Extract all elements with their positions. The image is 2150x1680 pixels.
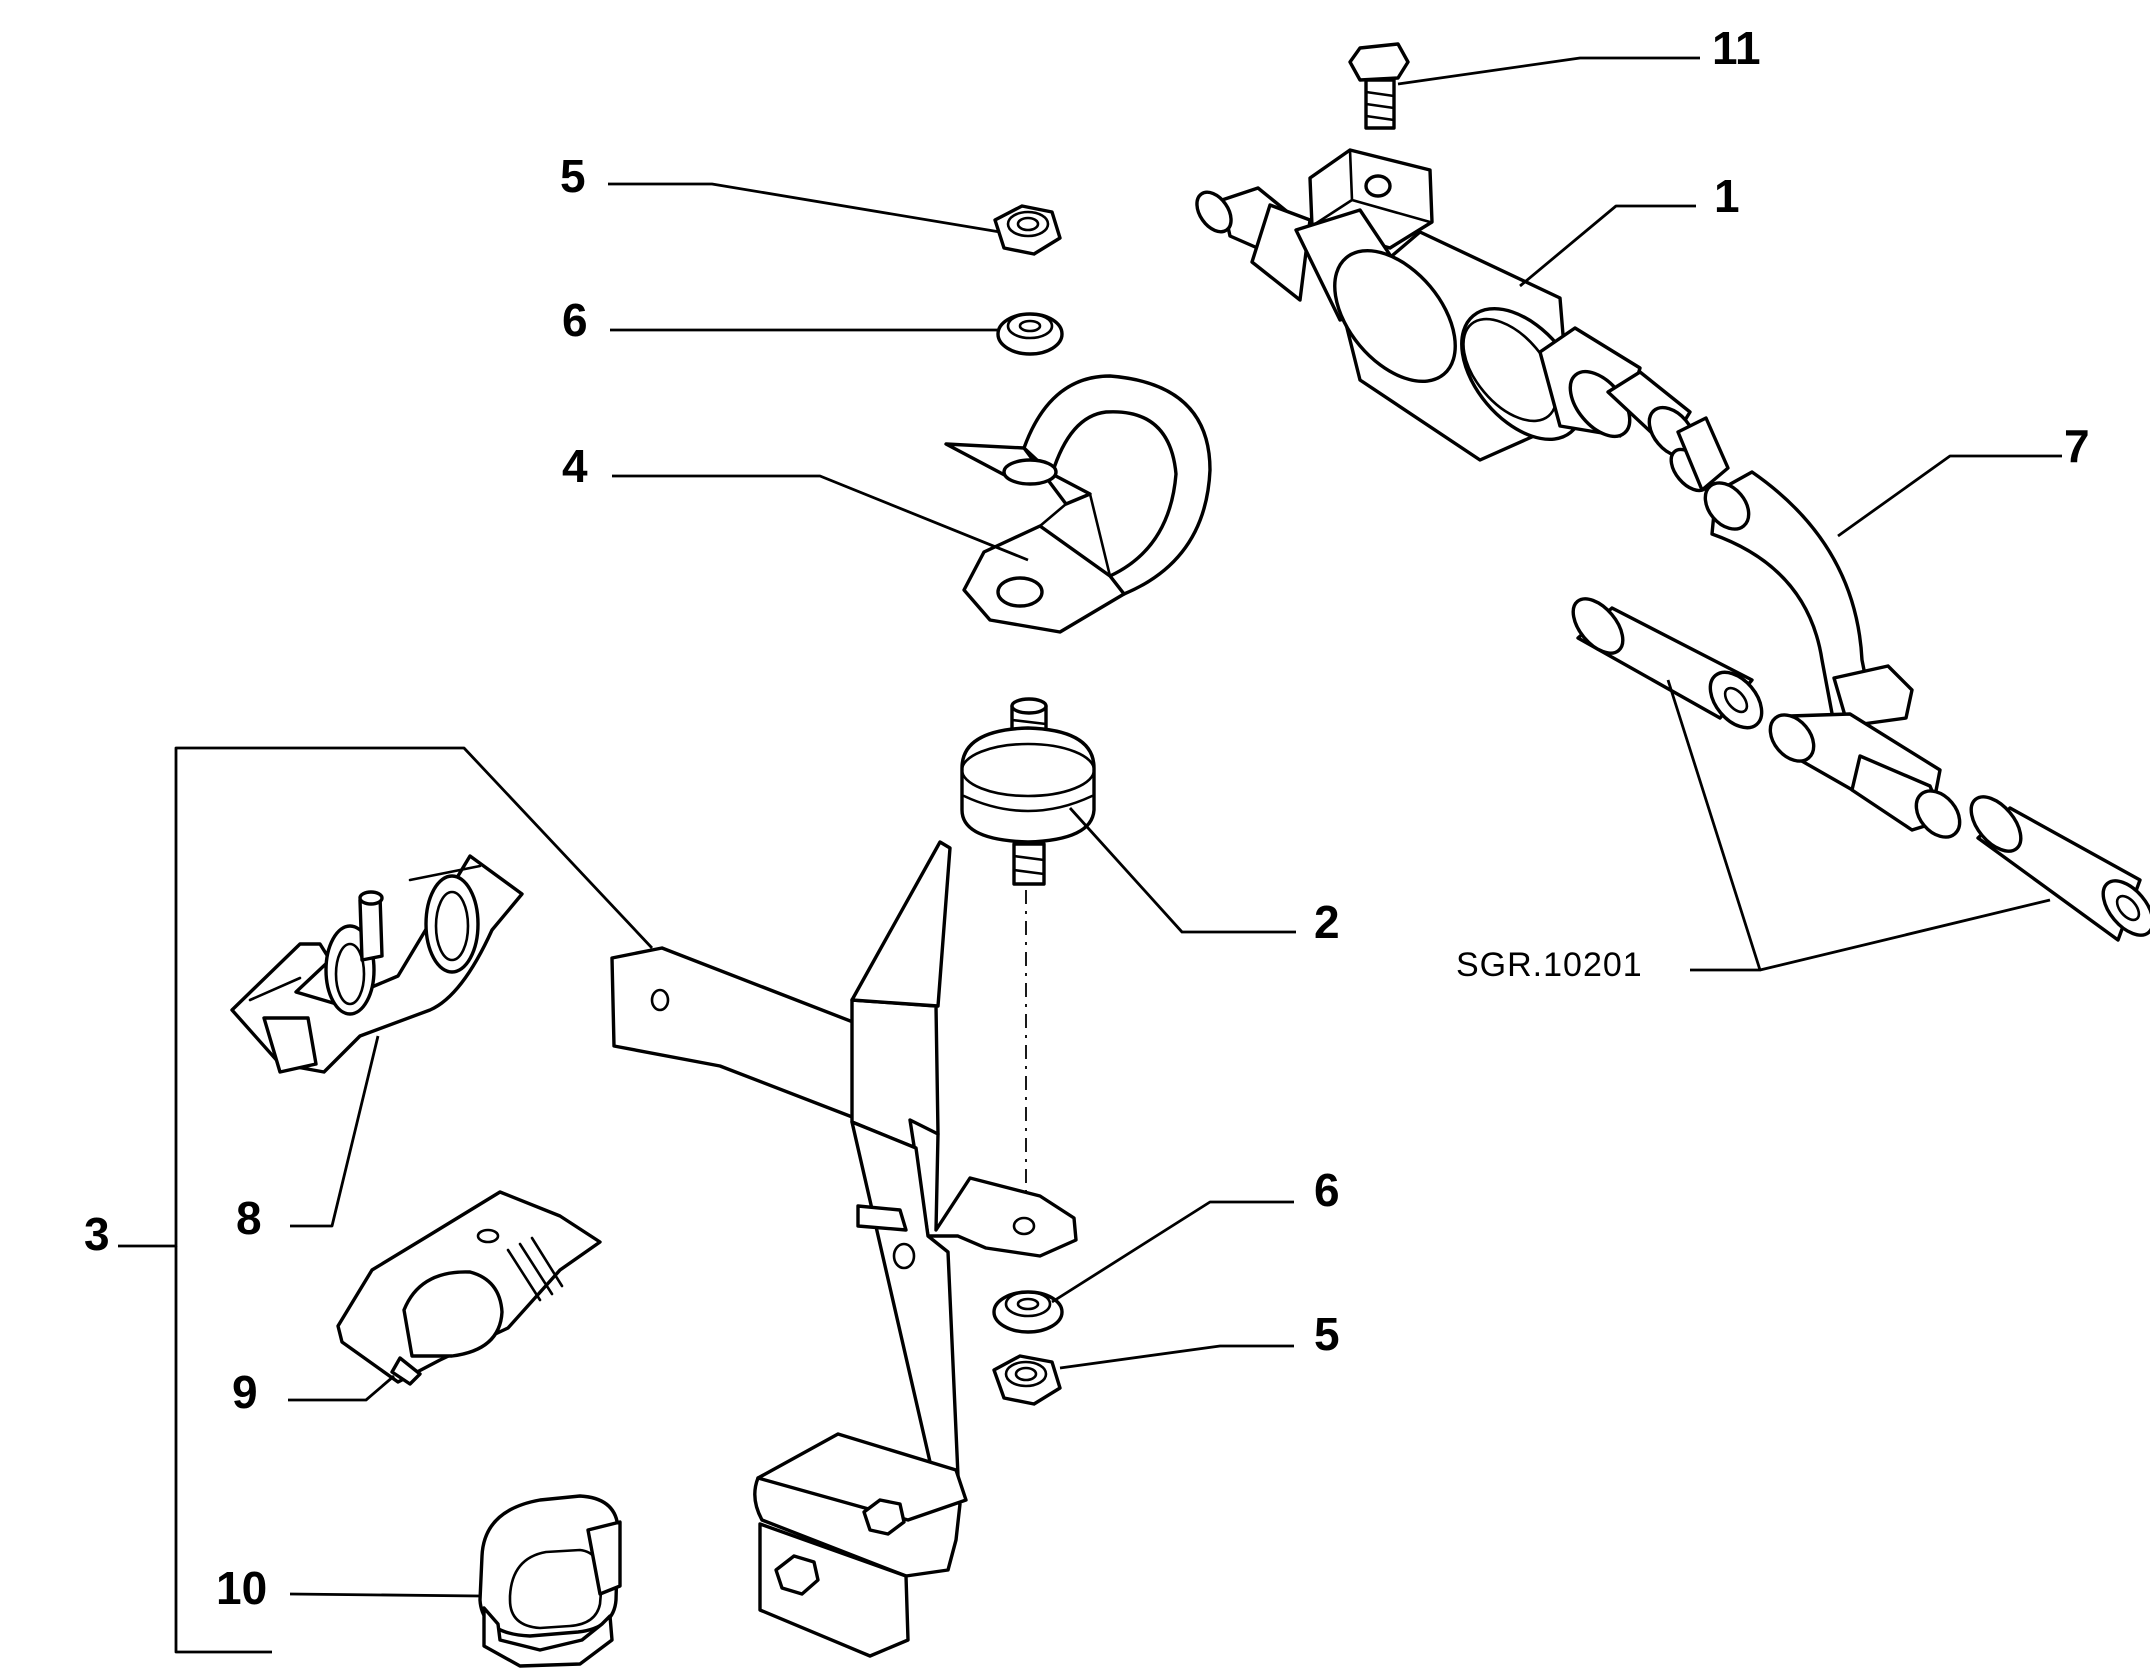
part-10-clip	[478, 1494, 622, 1668]
part-5-nut-top	[993, 204, 1062, 256]
callout-1: 1	[1714, 170, 1740, 222]
part-11-bolt	[1348, 42, 1410, 130]
leader-5-top	[608, 182, 1001, 234]
callout-6-bottom: 6	[1314, 1164, 1340, 1216]
callout-6-top: 6	[562, 294, 588, 346]
leader-6-bottom	[1051, 1200, 1294, 1304]
part-2-rubber-mount	[960, 697, 1096, 1220]
leader-11	[1397, 56, 1700, 86]
callout-8: 8	[236, 1192, 262, 1244]
callout-2: 2	[1314, 896, 1340, 948]
part-1-fuel-pump	[1195, 148, 1730, 493]
hose-lower	[1969, 795, 2150, 942]
leader-5-bottom	[1059, 1344, 1294, 1370]
leader-3-bottom	[174, 1246, 272, 1654]
leader-1	[1519, 204, 1696, 288]
part-5-nut-bottom	[992, 1354, 1062, 1406]
leader-9	[288, 1374, 395, 1402]
callout-10: 10	[216, 1562, 267, 1614]
callout-4: 4	[562, 440, 588, 492]
callout-11: 11	[1712, 22, 1761, 74]
main-bracket	[610, 840, 1078, 1658]
leader-2	[1068, 807, 1296, 934]
callout-5-bottom: 5	[1314, 1308, 1340, 1360]
leader-10	[289, 1592, 481, 1598]
part-4-p-clip	[944, 374, 1212, 634]
leader-lines	[118, 56, 2062, 1654]
part-9-clip	[336, 1190, 602, 1386]
leader-3-group	[118, 746, 654, 1248]
callout-9: 9	[232, 1366, 258, 1418]
callout-7: 7	[2064, 420, 2090, 472]
callouts: 11 1 7 5 6 4 2 6 5 3 8 9 10 SGR.10201	[84, 22, 2090, 1614]
leader-4	[612, 474, 1029, 562]
part-6-washer-bottom	[992, 1290, 1064, 1334]
callout-5-top: 5	[560, 150, 586, 202]
leader-hoses-2	[1759, 898, 2051, 972]
part-8-double-clip	[230, 854, 524, 1074]
callout-3: 3	[84, 1208, 110, 1260]
part-7-t-fitting	[1703, 470, 1962, 839]
leader-8	[290, 1035, 380, 1228]
leader-7	[1837, 454, 2062, 538]
part-6-washer-top	[996, 312, 1064, 356]
reference-code: SGR.10201	[1456, 946, 1643, 984]
hose-upper	[1571, 597, 1764, 730]
